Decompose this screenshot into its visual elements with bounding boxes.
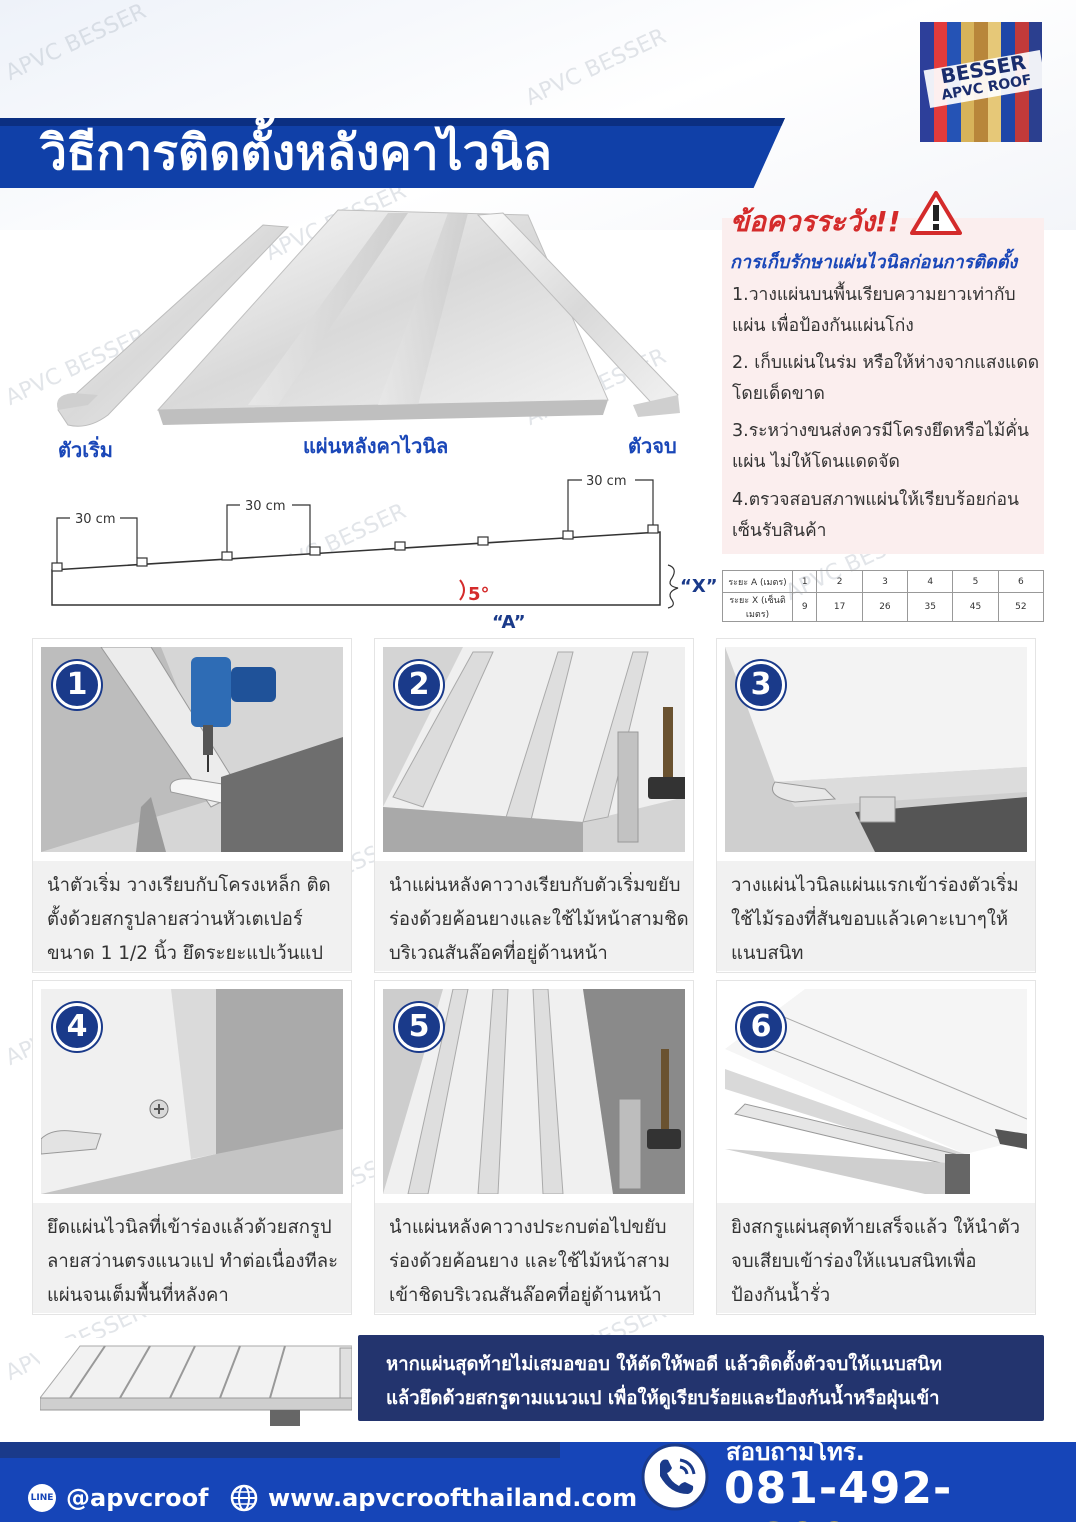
step-caption: นำแผ่นหลังคาวางเรียบกับตัวเริ่มขยับร่องด… (375, 861, 693, 971)
step-text: นำแผ่นหลังคาวางเรียบกับตัวเริ่มขยับร่องด… (389, 875, 689, 964)
step-6-illustration: 6 (725, 989, 1027, 1194)
phone-main: 081-492- (724, 1463, 953, 1514)
step-number: 5 (395, 1003, 443, 1051)
ask-label: สอบถามโทร. (726, 1438, 865, 1466)
caution-panel (722, 218, 1044, 554)
final-note-box (358, 1335, 1044, 1421)
step-text: นำตัวเริ่ม วางเรียบกับโครงเหล็ก ติดตั้งด… (47, 875, 331, 964)
table-cell: 4 (907, 570, 954, 593)
step-card-2: 2 นำแผ่นหลังคาวางเรียบกับตัวเริ่มขยับร่อ… (374, 638, 694, 973)
caution-item: 2. เก็บแผ่นในร่ม หรือให้ห่างจากแสงแดดโดย… (732, 353, 1040, 404)
phone-number[interactable]: 081-492-1600 (724, 1463, 1076, 1522)
table-row-label: ระยะ A (เมตร) (722, 570, 793, 593)
step-card-4: 4 ยึดแผ่นไวนิลที่เข้าร่องแล้วด้วยสกรูปลา… (32, 980, 352, 1315)
step-card-3: 3 วางแผ่นไวนิลแผ่นแรกเข้าร่องตัวเริ่ม ใช… (716, 638, 1036, 973)
header-background (0, 0, 1076, 230)
angle-label: 5° (468, 584, 490, 605)
step-1-illustration: 1 (41, 647, 343, 852)
finished-roof-illustration (40, 1338, 352, 1426)
table-row: ระยะ A (เมตร) 1 2 3 4 5 6 (722, 570, 1045, 593)
spacing-label-2: 30 cm (245, 499, 286, 514)
table-cell: 1 (791, 570, 818, 593)
globe-icon (230, 1484, 258, 1512)
table-cell: 5 (952, 570, 999, 593)
a-dimension-label: “A” (492, 612, 526, 633)
table-cell: 35 (907, 592, 954, 622)
line-contact[interactable]: LINE @apvcroof (28, 1482, 209, 1514)
start-piece-label: ตัวเริ่ม (58, 438, 113, 462)
spacing-label-3: 30 cm (586, 474, 627, 489)
table-cell: 2 (816, 570, 863, 593)
caution-item: 1.วางแผ่นบนพื้นเรียบความยาวเท่ากับแผ่น เ… (732, 285, 1016, 336)
table-cell: 45 (952, 592, 999, 622)
caution-item: 3.ระหว่างขนส่งควรมีโครงยึดหรือไม้คั่นแผ่… (732, 421, 1029, 472)
roof-slope-diagram: 30 cm 30 cm 30 cm 5° “X” “A” (51, 474, 718, 633)
caution-title: ข้อควรระวัง!! (730, 205, 901, 238)
table-row: ระยะ X (เซ็นติเมตร) 9 17 26 35 45 52 (722, 592, 1045, 622)
step-card-5: 5 นำแผ่นหลังคาวางประกบต่อไปขยับร่องด้วยค… (374, 980, 694, 1315)
end-piece-label: ตัวจบ (628, 434, 677, 458)
website-link[interactable]: www.apvcroofthailand.com (230, 1482, 637, 1514)
website-url: www.apvcroofthailand.com (268, 1484, 638, 1512)
final-note-line-1: หากแผ่นสุดท้ายไม่เสมอขอบ ให้ตัดให้พอดี แ… (386, 1354, 942, 1375)
step-text: นำแผ่นหลังคาวางประกบต่อไปขยับร่องด้วยค้อ… (389, 1217, 670, 1306)
table-cell: 17 (816, 592, 863, 622)
step-text: วางแผ่นไวนิลแผ่นแรกเข้าร่องตัวเริ่ม ใช้ไ… (731, 875, 1019, 964)
table-cell: 6 (997, 570, 1045, 593)
panel-label: แผ่นหลังคาไวนิล (303, 434, 449, 458)
step-caption: นำแผ่นหลังคาวางประกบต่อไปขยับร่องด้วยค้อ… (375, 1203, 693, 1313)
caution-subtitle: การเก็บรักษาแผ่นไวนิลก่อนการติดตั้ง (730, 252, 1018, 273)
step-number: 6 (737, 1003, 785, 1051)
step-4-illustration: 4 (41, 989, 343, 1194)
table-cell: 52 (997, 592, 1045, 622)
phone-icon (641, 1443, 709, 1511)
title-banner (0, 118, 785, 188)
step-caption: ยิงสกรูแผ่นสุดท้ายเสร็จแล้ว ให้นำตัวจบเส… (717, 1203, 1035, 1313)
step-number: 4 (53, 1003, 101, 1051)
step-card-6: 6 ยิงสกรูแผ่นสุดท้ายเสร็จแล้ว ให้นำตัวจบ… (716, 980, 1036, 1315)
spacing-label-1: 30 cm (75, 512, 116, 527)
step-2-illustration: 2 (383, 647, 685, 852)
step-5-illustration: 5 (383, 989, 685, 1194)
table-row-label: ระยะ X (เซ็นติเมตร) (722, 592, 793, 622)
final-note-line-2: แล้วยึดด้วยสกรูตามแนวแป เพื่อให้ดูเรียบร… (386, 1388, 940, 1409)
vinyl-panel-illustration (57, 209, 680, 427)
step-caption: วางแผ่นไวนิลแผ่นแรกเข้าร่องตัวเริ่ม ใช้ไ… (717, 861, 1035, 971)
brand-logo: BESSER APVC ROOF (920, 22, 1042, 142)
phone-tail: 1600 (724, 1514, 850, 1522)
line-icon: LINE (28, 1484, 56, 1512)
step-number: 3 (737, 661, 785, 709)
table-cell: 26 (861, 592, 909, 622)
x-dimension-label: “X” (680, 576, 718, 597)
caution-item: 4.ตรวจสอบสภาพแผ่นให้เรียบร้อยก่อนเซ็นรับ… (732, 490, 1019, 541)
table-cell: 3 (861, 570, 909, 593)
table-cell: 9 (791, 592, 818, 622)
step-card-1: 1 นำตัวเริ่ม วางเรียบกับโครงเหล็ก ติดตั้… (32, 638, 352, 973)
step-caption: นำตัวเริ่ม วางเรียบกับโครงเหล็ก ติดตั้งด… (33, 861, 351, 971)
step-text: ยิงสกรูแผ่นสุดท้ายเสร็จแล้ว ให้นำตัวจบเส… (731, 1217, 1021, 1306)
step-number: 1 (53, 661, 101, 709)
step-3-illustration: 3 (725, 647, 1027, 852)
step-caption: ยึดแผ่นไวนิลที่เข้าร่องแล้วด้วยสกรูปลายส… (33, 1203, 351, 1313)
footer-accent (0, 1442, 560, 1458)
step-number: 2 (395, 661, 443, 709)
warning-icon (910, 191, 962, 235)
slope-table: ระยะ A (เมตร) 1 2 3 4 5 6 ระยะ X (เซ็นติ… (722, 570, 1045, 622)
step-text: ยึดแผ่นไวนิลที่เข้าร่องแล้วด้วยสกรูปลายส… (47, 1217, 339, 1306)
page-title: วิธีการติดตั้งหลังคาไวนิล (40, 125, 552, 181)
line-id: @apvcroof (66, 1484, 209, 1512)
